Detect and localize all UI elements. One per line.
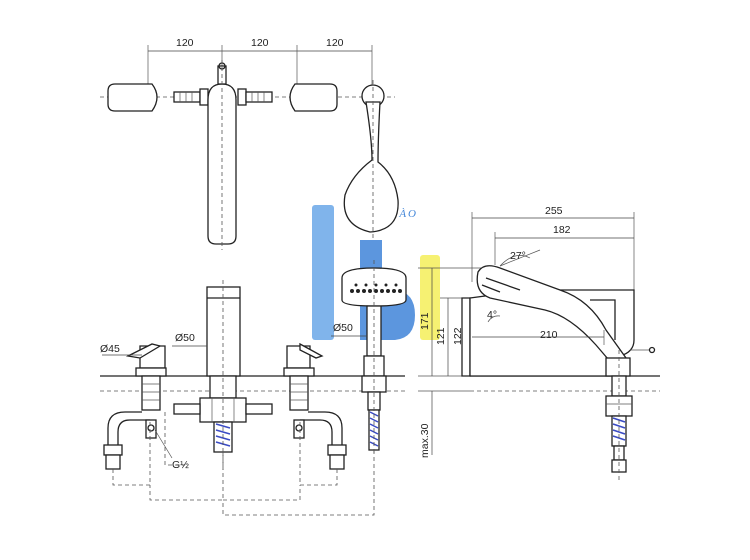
dim-top-120-b: 120: [251, 37, 269, 49]
dim-height-171: 171: [419, 312, 431, 330]
dim-spout-diameter: Ø50: [175, 332, 195, 344]
side-under-deck-connector: [605, 350, 633, 480]
spout-front: [173, 280, 273, 470]
front-view: Ø45 Ø50: [100, 260, 407, 516]
dim-shower-diameter: Ø50: [333, 322, 353, 334]
top-view: 120 120 120: [100, 37, 399, 250]
dim-thread: G½: [172, 459, 189, 471]
hand-shower-front: [341, 260, 407, 455]
dim-height-121: 121: [435, 327, 447, 345]
dim-top-120-a: 120: [176, 37, 194, 49]
dim-spout-angle: 27°: [510, 250, 526, 262]
dim-height-122: 122: [452, 327, 464, 345]
side-body: [461, 297, 471, 377]
side-view: 255 182 171 121 122 max.30 27° 4°: [418, 205, 660, 480]
right-handle-front: [283, 342, 347, 470]
dim-reach: 210: [540, 329, 558, 341]
dim-top-120-c: 120: [326, 37, 344, 49]
dim-overall-length: 255: [545, 205, 563, 217]
dim-handle-diameter: Ø45: [100, 343, 120, 355]
hand-shower-top-view: [343, 80, 399, 240]
left-handle-front: [103, 343, 167, 470]
dim-tilt-angle: 4°: [487, 309, 497, 321]
top-connector-pipes: [173, 88, 273, 106]
spout-top-view: [207, 83, 237, 245]
left-handle-top: [107, 83, 158, 112]
right-handle-top: [289, 83, 338, 112]
dim-max-deck: max.30: [419, 423, 431, 458]
watermark-yellow-bar: [420, 255, 440, 340]
hose-connections: [112, 412, 375, 516]
dim-spout-length: 182: [553, 224, 571, 236]
watermark-blue-bar: [312, 205, 334, 340]
